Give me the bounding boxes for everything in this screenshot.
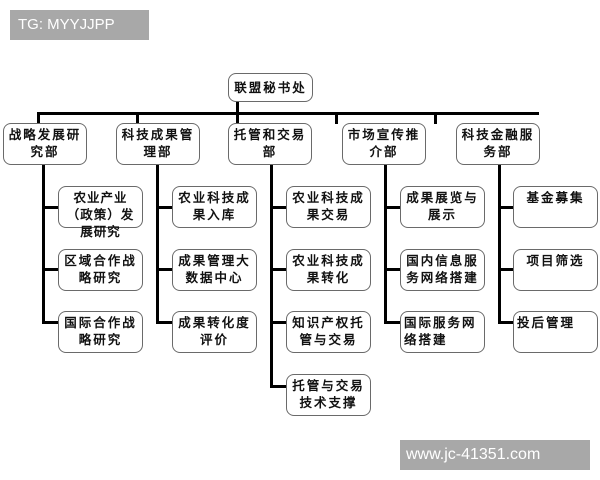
spine-dept-2 (156, 163, 159, 321)
dept-trust-trade: 托管和交易部 (228, 123, 312, 165)
branch (42, 206, 59, 209)
child-node: 成果转化度评价 (172, 311, 257, 353)
branch (270, 385, 287, 388)
branch (270, 268, 287, 271)
child-node: 项目筛选 (513, 249, 598, 291)
child-node: 成果管理大数据中心 (172, 249, 257, 291)
branch (42, 268, 59, 271)
child-node: 托管与交易技术支撑 (286, 374, 371, 416)
child-node: 农业科技成果交易 (286, 186, 371, 228)
dept-finance: 科技金融服务部 (456, 123, 540, 165)
watermark-bottom-right: www.jc-41351.com (400, 440, 590, 470)
child-node: 国际服务网络搭建 (400, 311, 485, 353)
connector-root (236, 100, 239, 114)
connector-bus (37, 112, 539, 115)
dept-marketing: 市场宣传推介部 (342, 123, 426, 165)
branch (384, 268, 401, 271)
branch (498, 321, 515, 324)
branch (156, 268, 173, 271)
branch (270, 206, 287, 209)
root-node: 联盟秘书处 (228, 73, 313, 102)
connector-dept-2 (136, 112, 139, 124)
spine-dept-4 (384, 163, 387, 321)
child-node: 农业科技成果转化 (286, 249, 371, 291)
child-node: 农业产业（政策）发展研究 (58, 186, 143, 239)
child-node: 国内信息服务网络搭建 (400, 249, 485, 291)
connector-dept-1 (37, 112, 40, 124)
child-node: 成果展览与展示 (400, 186, 485, 228)
dept-strategy: 战略发展研究部 (3, 123, 87, 165)
connector-dept-4 (335, 112, 338, 124)
branch (384, 321, 401, 324)
spine-dept-1 (42, 163, 45, 321)
dept-achievements: 科技成果管理部 (116, 123, 200, 165)
branch (498, 268, 515, 271)
branch (156, 321, 173, 324)
watermark-top-left: TG: MYYJJPP (10, 10, 149, 40)
child-node: 区域合作战略研究 (58, 249, 143, 291)
child-node: 投后管理 (513, 311, 598, 353)
child-node: 农业科技成果入库 (172, 186, 257, 228)
branch (42, 321, 59, 324)
child-node: 基金募集 (513, 186, 598, 228)
spine-dept-5 (498, 163, 501, 321)
branch (498, 206, 515, 209)
branch (156, 206, 173, 209)
child-node: 国际合作战略研究 (58, 311, 143, 353)
child-node: 知识产权托管与交易 (286, 311, 371, 353)
branch (270, 321, 287, 324)
connector-dept-3 (236, 112, 239, 124)
spine-dept-3 (270, 163, 273, 385)
branch (384, 206, 401, 209)
connector-dept-5 (434, 112, 437, 124)
